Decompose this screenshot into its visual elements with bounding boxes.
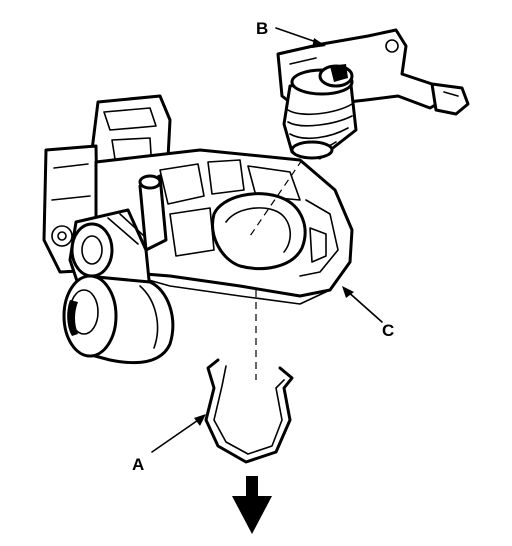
- clip-a: [204, 358, 294, 464]
- actuator-housing-c: [42, 94, 354, 305]
- alignment-line-b: [249, 159, 303, 237]
- actuator-end-cap: [62, 274, 175, 365]
- leader-line-a: [151, 415, 205, 453]
- label-b: B: [256, 19, 268, 38]
- leader-line-c: [345, 289, 383, 323]
- arrow-down-icon: [232, 476, 272, 534]
- sensor-b: [276, 28, 470, 160]
- label-c: C: [382, 321, 394, 340]
- label-a: A: [132, 455, 144, 474]
